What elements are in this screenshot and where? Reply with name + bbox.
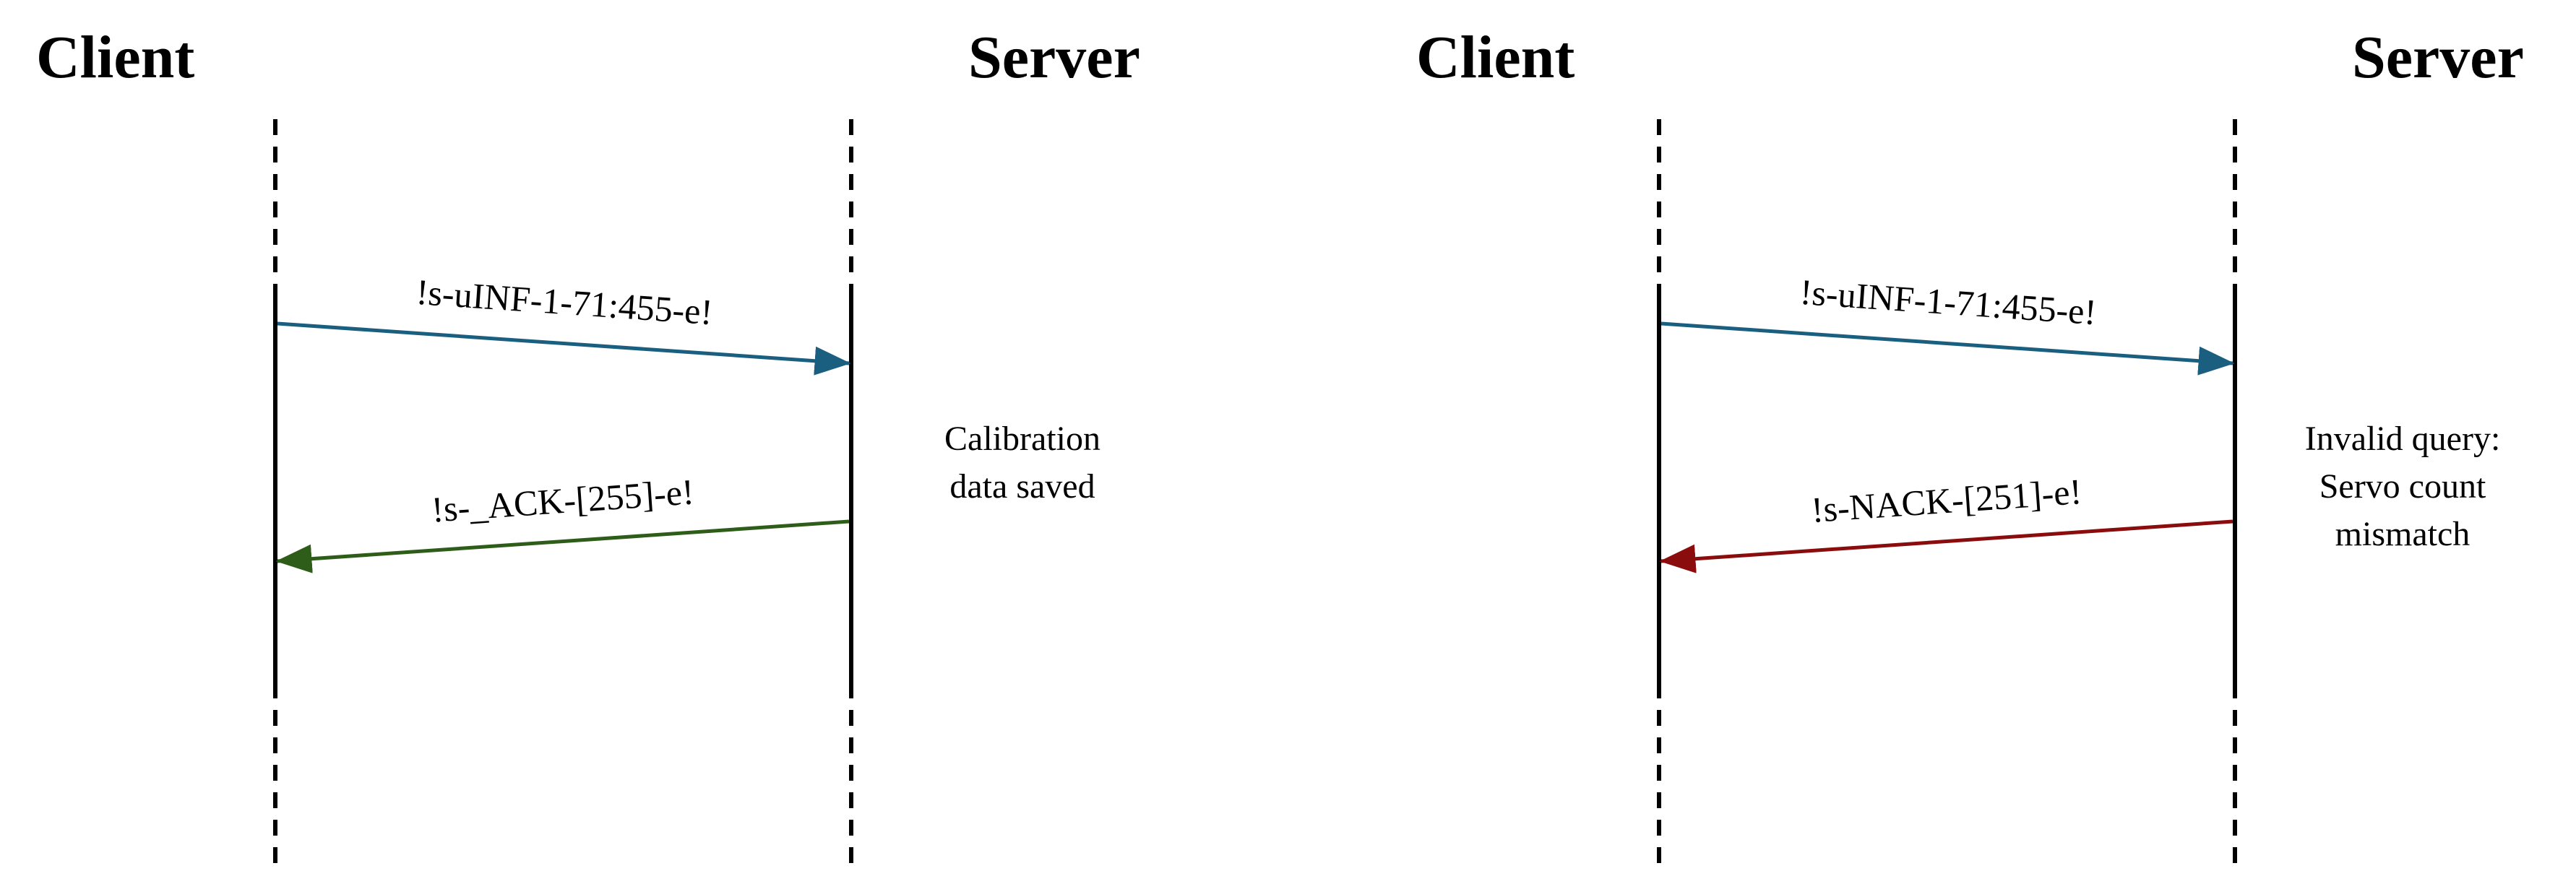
client-title-right: Client bbox=[1416, 24, 1575, 91]
server-note-line: Invalid query: bbox=[2304, 420, 2501, 458]
server-note-line: mismatch bbox=[2335, 515, 2471, 553]
server-note-line: Calibration bbox=[944, 420, 1100, 458]
ack-arrow bbox=[275, 519, 850, 573]
server-title-left: Server bbox=[968, 24, 1140, 91]
server-note-line: data saved bbox=[949, 467, 1095, 506]
request-message-right: !s-uINF-1-71:455-e! bbox=[1799, 272, 2098, 333]
server-note-line: Servo count bbox=[2319, 467, 2486, 506]
panel-ack: !s-uINF-1-71:455-e! !s-_ACK-[255]-e! bbox=[273, 119, 853, 871]
client-title-left: Client bbox=[36, 24, 195, 91]
request-message-left: !s-uINF-1-71:455-e! bbox=[415, 272, 714, 333]
request-arrow-left bbox=[277, 321, 851, 376]
ack-message: !s-_ACK-[255]-e! bbox=[430, 471, 695, 529]
server-note-right: Invalid query: Servo count mismatch bbox=[2283, 415, 2522, 558]
request-arrow-right bbox=[1660, 321, 2235, 376]
nack-message: !s-NACK-[251]-e! bbox=[1810, 471, 2083, 530]
panel-nack: !s-uINF-1-71:455-e! !s-NACK-[251]-e! bbox=[1657, 119, 2237, 871]
server-title-right: Server bbox=[2352, 24, 2524, 91]
nack-arrow bbox=[1659, 519, 2233, 573]
server-note-left: Calibration data saved bbox=[932, 415, 1113, 511]
